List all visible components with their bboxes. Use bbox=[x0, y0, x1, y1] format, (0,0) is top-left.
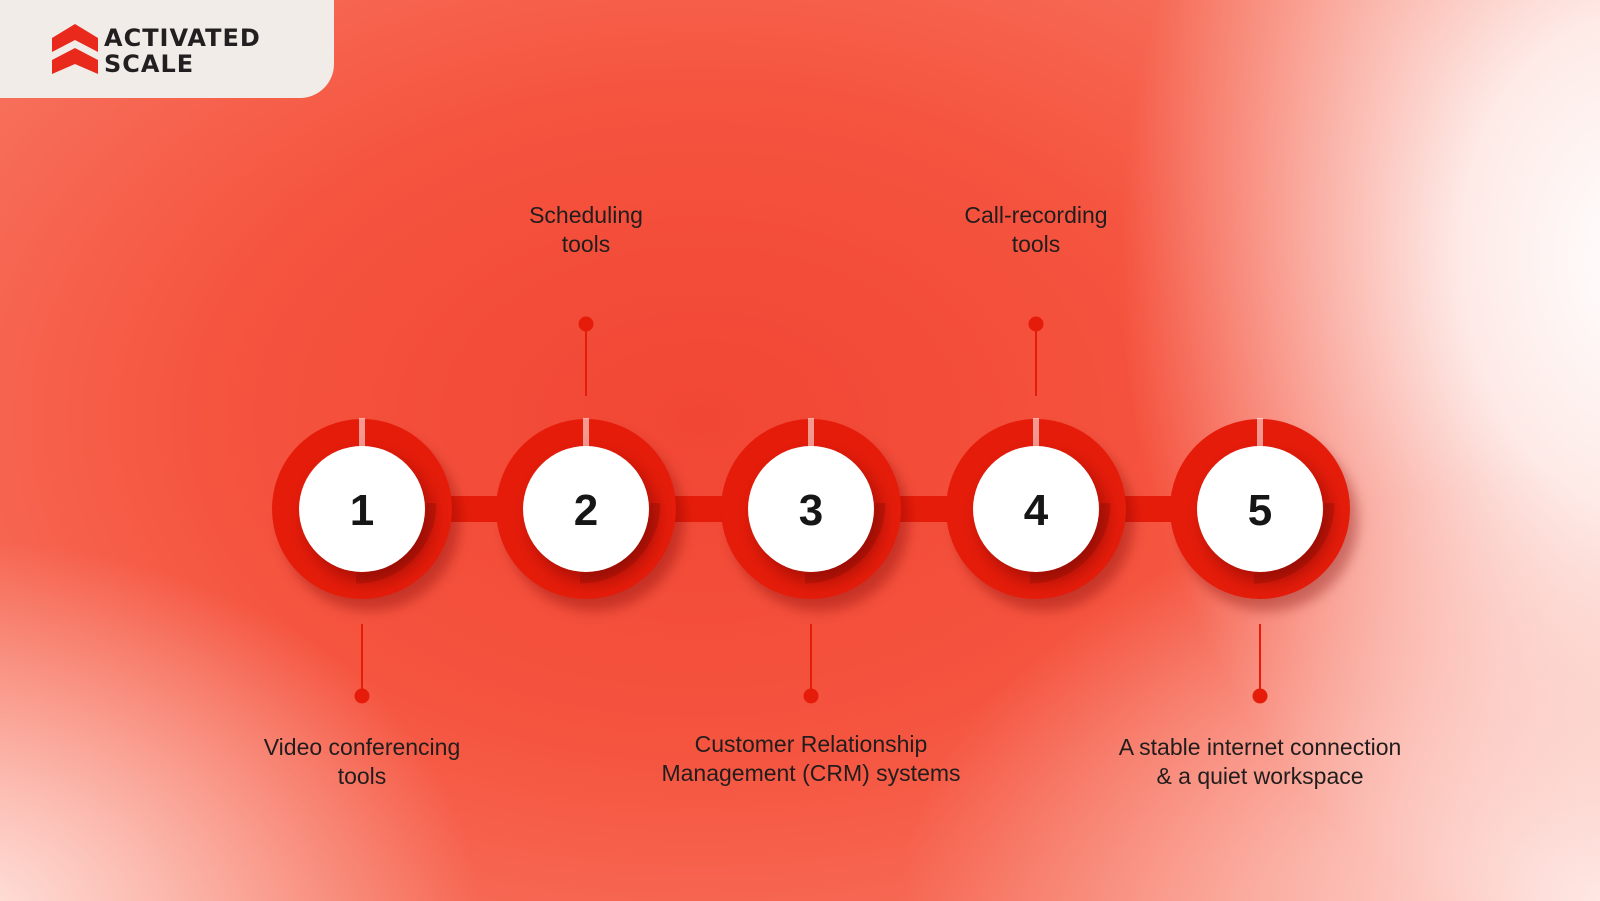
step-number: 3 bbox=[799, 486, 823, 535]
leaders-layer bbox=[354, 316, 1268, 704]
step-disc bbox=[973, 446, 1099, 572]
step-label-4: Call-recording tools bbox=[846, 201, 1226, 259]
leader-dot bbox=[578, 316, 594, 332]
ring-notch bbox=[1257, 418, 1263, 449]
step-node-3: 3 bbox=[721, 418, 909, 611]
step-disc bbox=[1197, 446, 1323, 572]
brand-wordmark: ACTIVATED SCALE bbox=[104, 25, 261, 77]
logo-card: ACTIVATED SCALE bbox=[0, 0, 334, 98]
ring-notch bbox=[359, 418, 365, 449]
step-label-5: A stable internet connection & a quiet wo… bbox=[1070, 733, 1450, 791]
step-label-2: Scheduling tools bbox=[396, 201, 776, 259]
leader-2 bbox=[578, 316, 594, 396]
step-number: 1 bbox=[350, 486, 374, 535]
step-number: 2 bbox=[574, 486, 598, 535]
leader-dot bbox=[1028, 316, 1044, 332]
ring-notch bbox=[1033, 418, 1039, 449]
leader-dot bbox=[354, 688, 370, 704]
step-node-4: 4 bbox=[946, 418, 1134, 611]
step-label-line2: tools bbox=[1011, 231, 1061, 257]
step-disc bbox=[748, 446, 874, 572]
leader-dot bbox=[1252, 688, 1268, 704]
leader-dot bbox=[803, 688, 819, 704]
step-label-line1: Video conferencing bbox=[263, 734, 461, 760]
step-label-line2: & a quiet workspace bbox=[1156, 763, 1364, 789]
step-node-5: 5 bbox=[1170, 418, 1358, 611]
rings-layer: 1 2 3 4 5 bbox=[272, 418, 1358, 611]
step-label-line1: Call-recording bbox=[964, 202, 1108, 228]
step-node-2: 2 bbox=[496, 418, 684, 611]
leader-3 bbox=[803, 624, 819, 704]
step-label-line2: Management (CRM) systems bbox=[661, 760, 961, 786]
step-number: 4 bbox=[1024, 486, 1049, 535]
step-disc bbox=[523, 446, 649, 572]
leader-4 bbox=[1028, 316, 1044, 396]
ring-notch bbox=[808, 418, 814, 449]
step-label-line1: Scheduling bbox=[529, 202, 643, 228]
brand-name-line2: SCALE bbox=[104, 50, 195, 78]
ring-notch bbox=[583, 418, 589, 449]
step-disc bbox=[299, 446, 425, 572]
step-label-1: Video conferencing tools bbox=[172, 733, 552, 791]
step-label-line2: tools bbox=[337, 763, 387, 789]
stacked-chevron-icon bbox=[52, 24, 98, 74]
step-node-1: 1 bbox=[272, 418, 460, 611]
leader-1 bbox=[354, 624, 370, 704]
step-label-line1: Customer Relationship bbox=[694, 731, 928, 757]
step-label-line1: A stable internet connection bbox=[1118, 734, 1402, 760]
leader-5 bbox=[1252, 624, 1268, 704]
brand-name-line1: ACTIVATED bbox=[104, 24, 261, 52]
step-label-line2: tools bbox=[561, 231, 611, 257]
step-number: 5 bbox=[1248, 486, 1272, 535]
